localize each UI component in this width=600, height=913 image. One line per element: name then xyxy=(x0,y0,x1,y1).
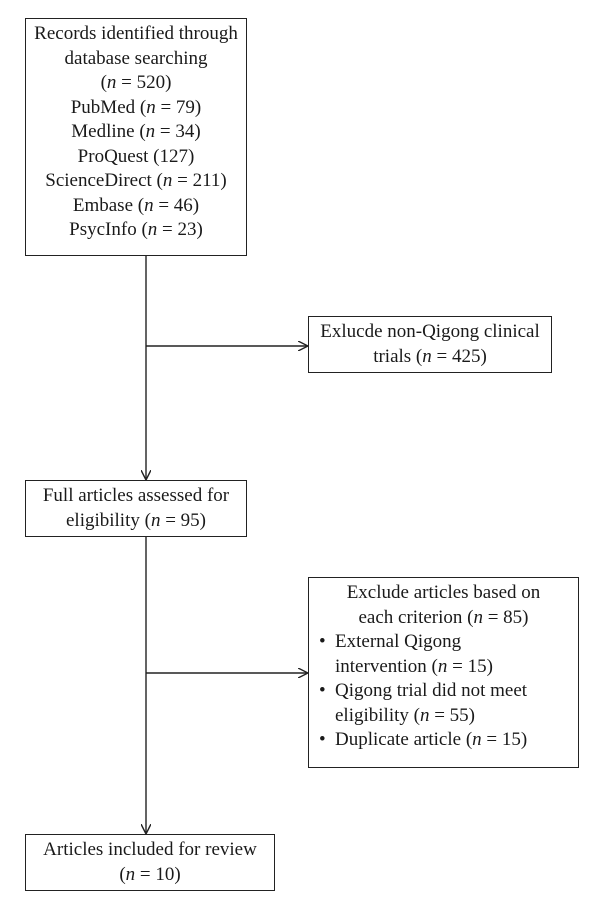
exclude-criteria-header: Exclude articles based on xyxy=(346,582,541,603)
exclude-nonqigong-line: trials (n = 425) xyxy=(373,345,487,367)
articles-included-line: (n = 10) xyxy=(119,863,181,885)
records-line: PubMed (n = 79) xyxy=(70,96,202,118)
exclude-criteria-box: Exclude articles based on each criterion… xyxy=(308,577,579,768)
exclude-criteria-item: Duplicate article (n = 15) xyxy=(319,728,578,753)
records-line: Medline (n = 34) xyxy=(71,121,201,142)
exclude-nonqigong-line: Exlucde non-Qigong clinical xyxy=(320,321,540,342)
records-line: ProQuest (127) xyxy=(77,145,195,167)
exclude-criteria-item: External Qigong intervention (n = 15) xyxy=(319,630,578,679)
articles-included-line: Articles included for review xyxy=(43,839,257,860)
records-line: (n = 520) xyxy=(100,72,172,93)
exclude-criteria-header: each criterion (n = 85) xyxy=(358,606,529,628)
exclude-nonqigong-box: Exlucde non-Qigong clinical trials (n = … xyxy=(308,316,552,373)
records-line: Embase (n = 46) xyxy=(72,194,200,216)
full-articles-box: Full articles assessed for eligibility (… xyxy=(25,480,247,537)
articles-included-box: Articles included for review (n = 10) xyxy=(25,834,275,891)
exclude-criteria-list: External Qigong intervention (n = 15) Qi… xyxy=(309,630,578,753)
records-line: PsycInfo (n = 23) xyxy=(69,219,203,240)
records-identified-box: Records identified through database sear… xyxy=(25,18,247,256)
records-line: database searching xyxy=(64,47,208,69)
records-line: Records identified through xyxy=(34,23,238,44)
exclude-criteria-item: Qigong trial did not meet eligibility (n… xyxy=(319,679,578,728)
full-articles-line: Full articles assessed for xyxy=(42,485,230,506)
full-articles-line: eligibility (n = 95) xyxy=(65,509,206,531)
records-line: ScienceDirect (n = 211) xyxy=(45,170,227,191)
